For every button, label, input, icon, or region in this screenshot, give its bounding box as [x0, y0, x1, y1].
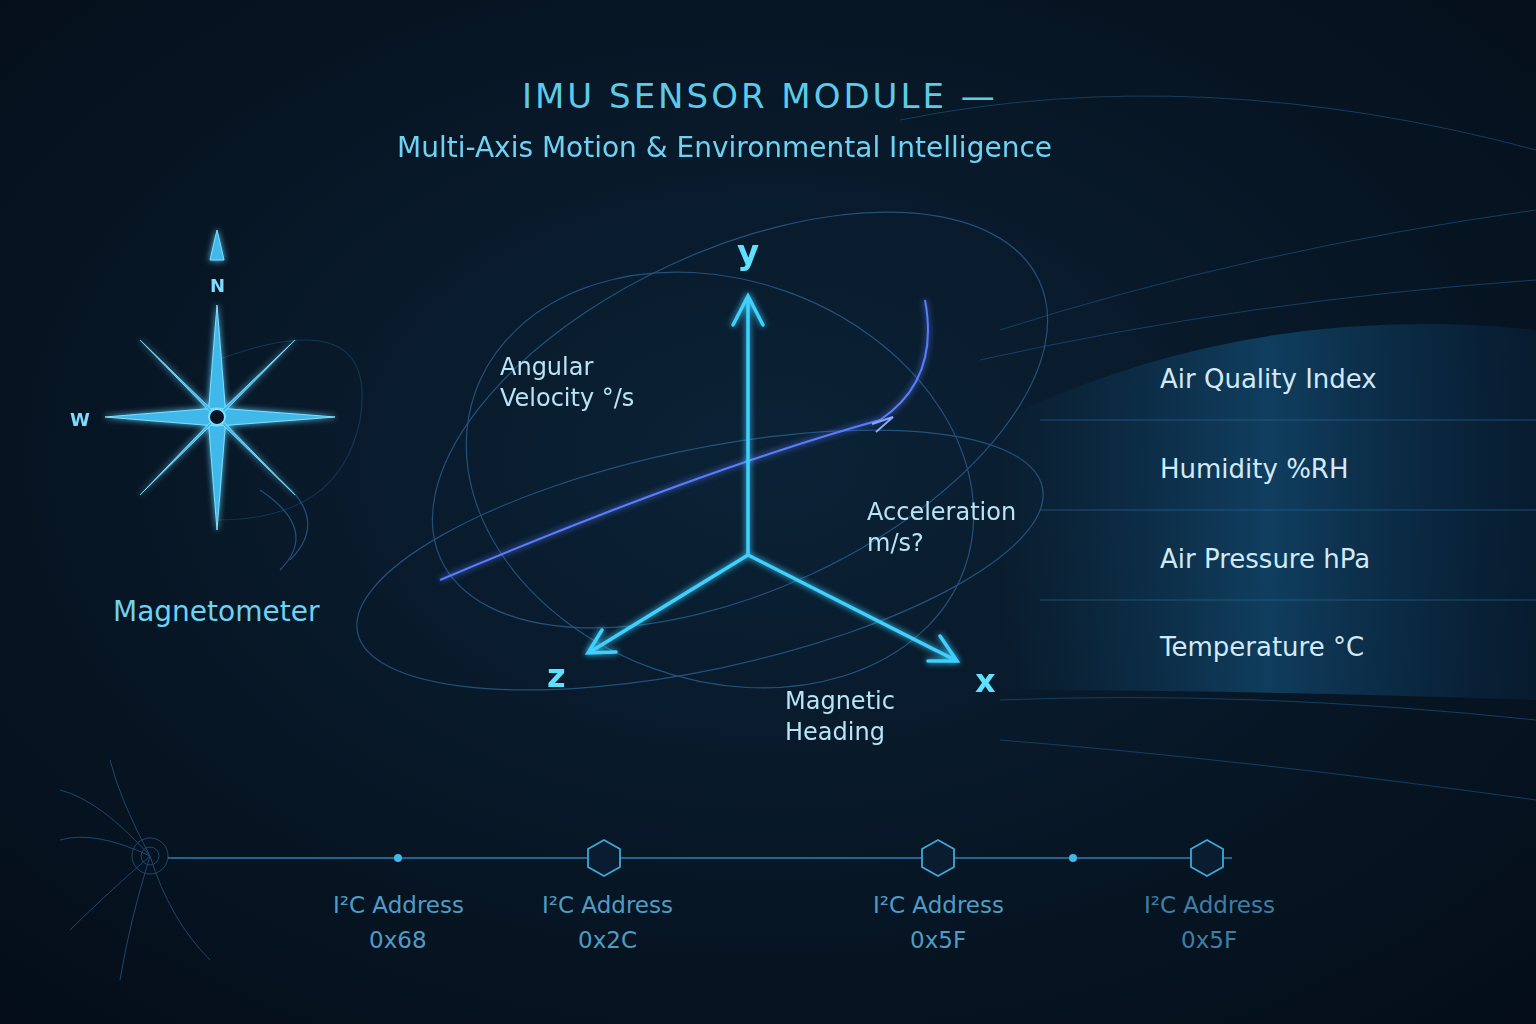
part-name: Magnetometer [113, 594, 319, 630]
bus-address-label: I²C Address [542, 891, 673, 921]
sensor-band: Humidity %RH [1140, 447, 1526, 493]
compass-north: N [210, 274, 225, 297]
title: IMU SENSOR MODULE — [522, 74, 998, 118]
bus-address-label: I²C Address [873, 891, 1004, 921]
sensor-band: Air Pressure hPa [1140, 537, 1526, 583]
axis-label: z [547, 656, 566, 698]
sensor-band: Air Quality Index [1140, 357, 1526, 403]
sensor-reading: Air Pressure hPa [1140, 537, 1526, 583]
measure-label: Angular Velocity °/s [500, 352, 670, 414]
bus-address-label: I²C Address [1144, 891, 1275, 921]
bus-address: 0x5F [1181, 926, 1237, 956]
bus-address: 0x68 [369, 926, 427, 956]
bus-address-label: I²C Address [333, 891, 464, 921]
measure-label: Acceleration m/s? [867, 497, 1037, 559]
measure-label: Magnetic Heading [785, 686, 915, 748]
sensor-reading: Air Quality Index [1140, 357, 1526, 403]
axis-label: y [737, 230, 759, 274]
bus-address: 0x5F [910, 926, 966, 956]
compass-west: W [70, 408, 90, 431]
sensor-reading: Temperature °C [1140, 625, 1526, 671]
bus-address: 0x2C [578, 926, 637, 956]
subtitle: Multi-Axis Motion & Environmental Intell… [397, 130, 1052, 166]
sensor-reading: Humidity %RH [1140, 447, 1526, 493]
sensor-band: Temperature °C [1140, 625, 1526, 671]
axis-label: x [975, 661, 996, 703]
